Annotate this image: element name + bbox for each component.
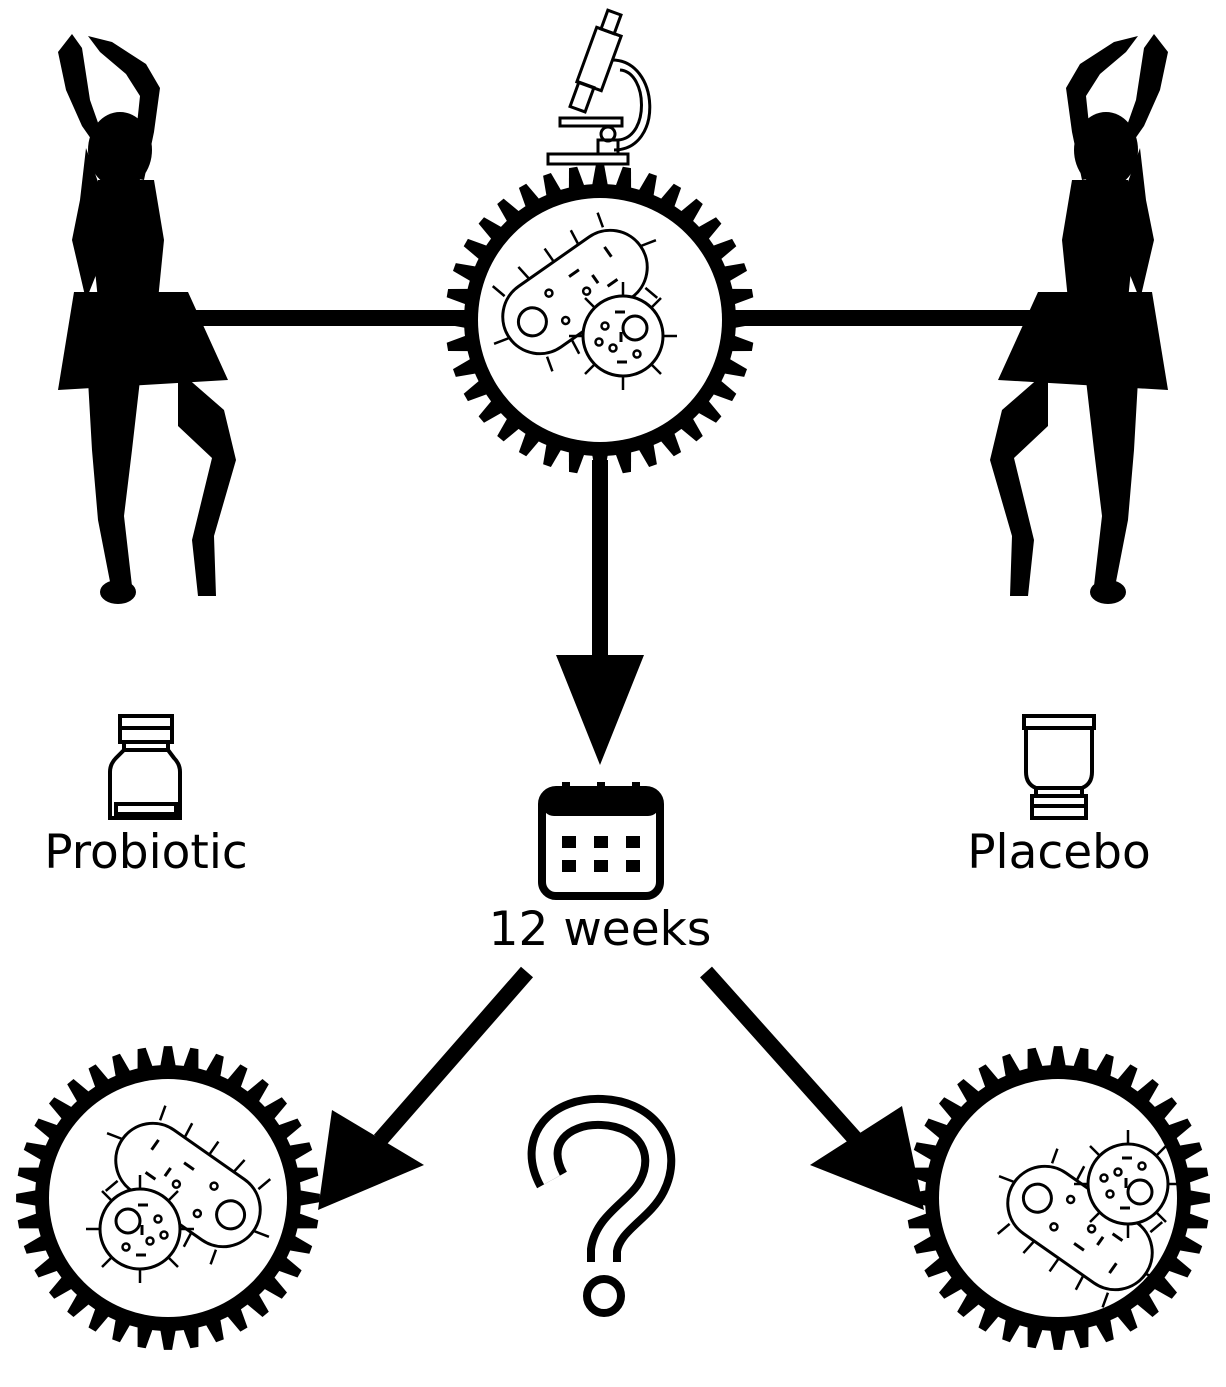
duration-label: 12 weeks bbox=[489, 902, 712, 957]
calendar-icon bbox=[538, 782, 664, 900]
arrow-to-left-outcome bbox=[318, 966, 534, 1210]
probiotic-label: Probiotic bbox=[44, 825, 248, 880]
gear-tooth bbox=[298, 1190, 320, 1206]
gear-tooth bbox=[295, 1167, 319, 1183]
gear-tooth bbox=[733, 312, 755, 328]
gear-tooth bbox=[446, 335, 470, 352]
gear-tooth bbox=[137, 1047, 153, 1071]
gear-tooth bbox=[592, 165, 608, 187]
gear-tooth bbox=[137, 1325, 153, 1349]
placebo-label: Placebo bbox=[967, 825, 1151, 880]
gear-tooth bbox=[160, 1328, 176, 1350]
gear-tooth bbox=[568, 166, 585, 190]
microscope-icon bbox=[546, 8, 652, 166]
gear-tooth bbox=[17, 1167, 41, 1183]
gear-tooth bbox=[730, 335, 754, 352]
gear-tooth bbox=[1185, 1213, 1209, 1229]
gear-tooth bbox=[907, 1213, 931, 1229]
gear-tooth bbox=[568, 450, 585, 474]
gear-tooth bbox=[907, 1167, 931, 1183]
gear-tooth bbox=[295, 1213, 319, 1229]
gear-tooth bbox=[445, 312, 467, 328]
gear-tooth bbox=[1027, 1325, 1043, 1349]
gear-tooth bbox=[16, 1190, 38, 1206]
gear-tooth bbox=[906, 1190, 928, 1206]
gear-tooth bbox=[183, 1325, 199, 1349]
gear-tooth bbox=[1188, 1190, 1210, 1206]
arrow-down-to-calendar bbox=[556, 460, 644, 765]
gut-microbiome-gear-right bbox=[906, 1046, 1210, 1350]
gut-microbiome-gear-left bbox=[16, 1046, 320, 1350]
gear-tooth bbox=[730, 288, 754, 305]
gear-tooth bbox=[615, 450, 632, 474]
probiotic-bottle-icon bbox=[108, 714, 182, 820]
gear-tooth bbox=[160, 1046, 176, 1068]
gear-tooth bbox=[446, 288, 470, 305]
gear-tooth bbox=[1185, 1167, 1209, 1183]
arrow-to-right-outcome bbox=[700, 966, 924, 1210]
placebo-bottle-icon bbox=[1022, 714, 1096, 820]
gear-tooth bbox=[1050, 1328, 1066, 1350]
question-mark-icon bbox=[527, 1094, 676, 1317]
gear-tooth bbox=[183, 1047, 199, 1071]
gear-tooth bbox=[615, 166, 632, 190]
gear-tooth bbox=[1027, 1047, 1043, 1071]
gear-tooth bbox=[1050, 1046, 1066, 1068]
gut-microbiome-gear-top bbox=[445, 165, 755, 475]
gear-tooth bbox=[592, 453, 608, 475]
gear-tooth bbox=[17, 1213, 41, 1229]
gear-tooth bbox=[1073, 1325, 1089, 1349]
gear-tooth bbox=[1073, 1047, 1089, 1071]
